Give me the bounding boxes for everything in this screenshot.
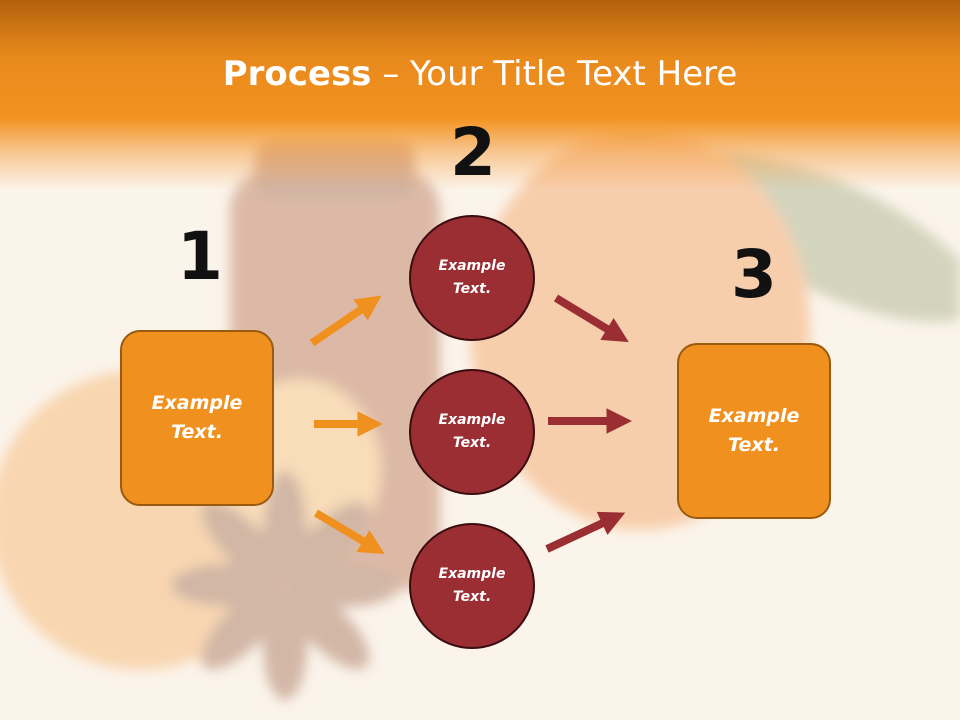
title-rest: – Your Title Text Here	[371, 54, 738, 94]
circle-1-line2: Text.	[452, 281, 492, 297]
step-3-line1: Example	[708, 405, 800, 427]
slide-title: Process – Your Title Text Here	[0, 52, 960, 96]
step-1-line2: Text.	[171, 421, 223, 443]
step-3-box: Example Text.	[677, 343, 831, 519]
title-banner	[0, 0, 960, 190]
circle-2-line2: Text.	[452, 435, 492, 451]
step-1-box: Example Text.	[120, 330, 274, 506]
step-2-circle-2: Example Text.	[409, 369, 535, 495]
step-2-circle-1: Example Text.	[409, 215, 535, 341]
step-3-line2: Text.	[728, 434, 780, 456]
arrow-box1-to-circle1	[309, 295, 382, 347]
arrow-box1-to-circle3	[313, 509, 385, 555]
circle-1-line1: Example	[438, 258, 506, 274]
title-bold: Process	[222, 54, 372, 94]
step-2-circle-3: Example Text.	[409, 523, 535, 649]
arrow-circle3-to-box3	[545, 511, 626, 553]
circle-3-line1: Example	[438, 566, 506, 582]
circle-3-line2: Text.	[452, 589, 492, 605]
step-number-3: 3	[731, 236, 777, 313]
arrow-circle1-to-box3	[553, 294, 629, 343]
circle-2-line1: Example	[438, 412, 506, 428]
step-1-line1: Example	[151, 392, 243, 414]
step-number-1: 1	[177, 218, 223, 295]
step-number-2: 2	[450, 114, 496, 191]
